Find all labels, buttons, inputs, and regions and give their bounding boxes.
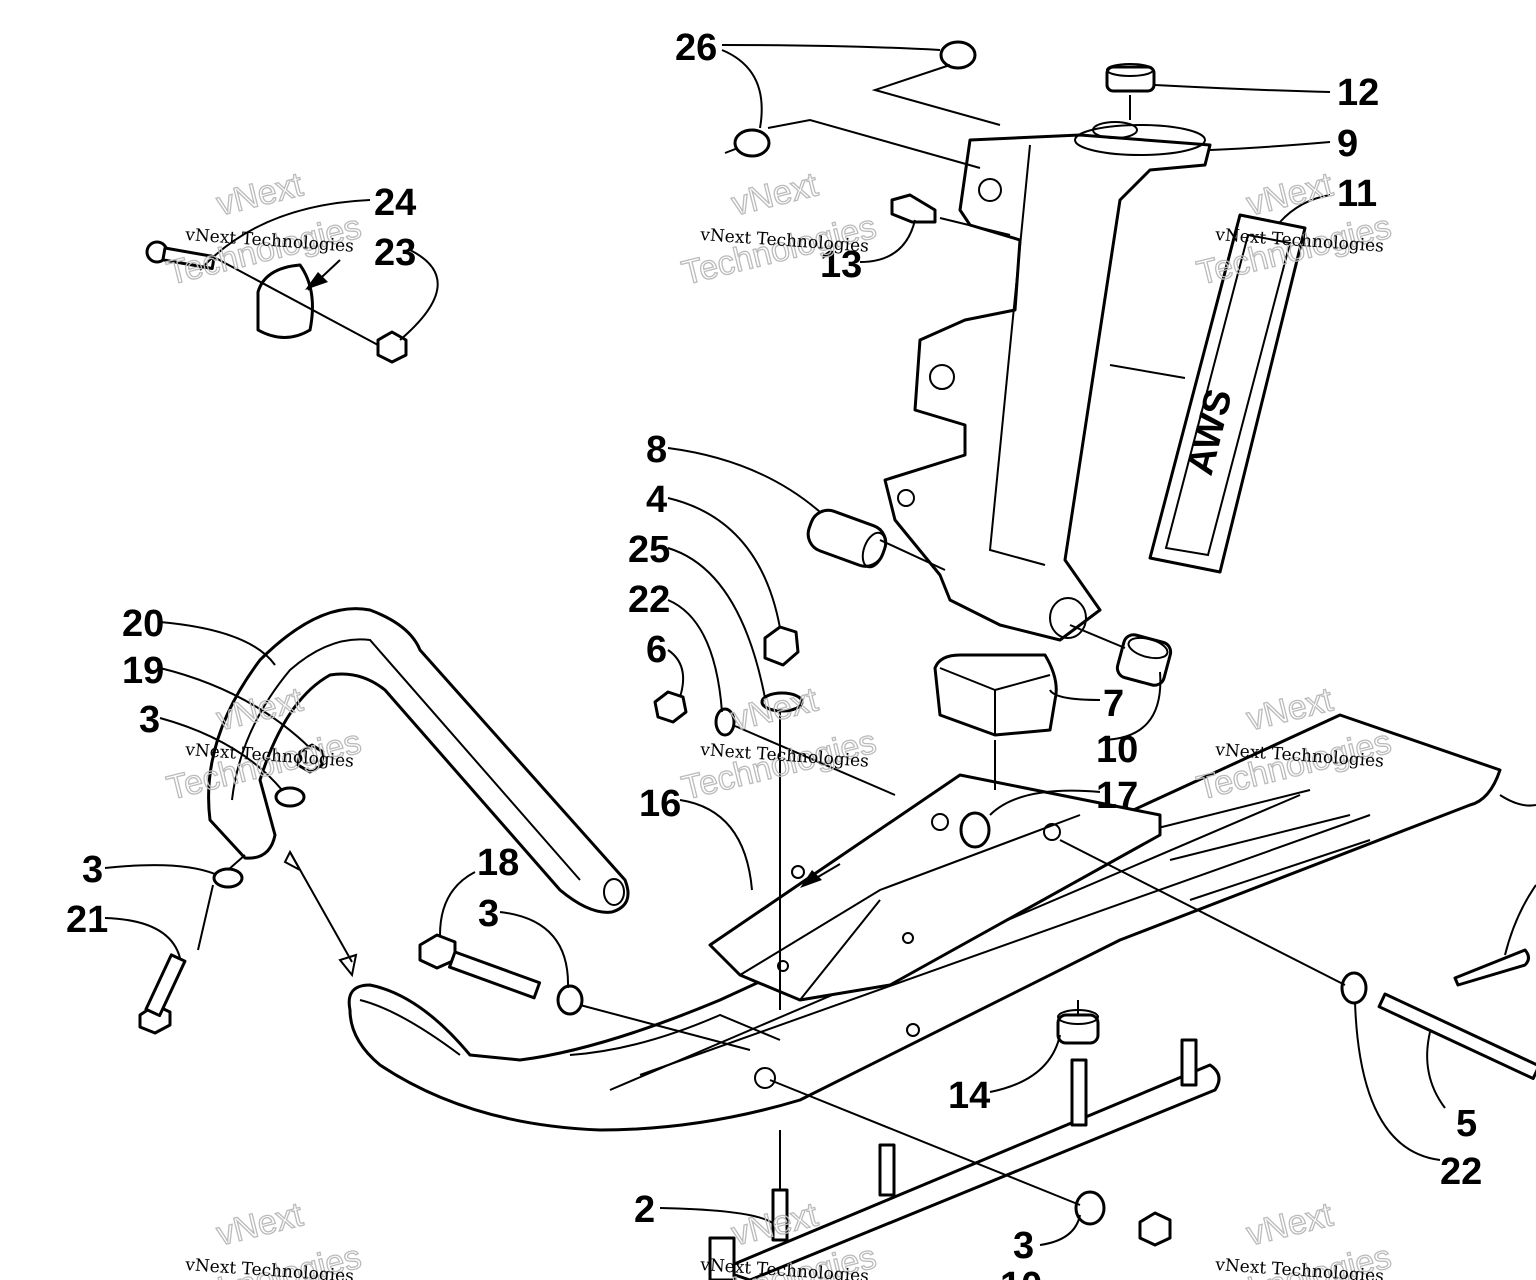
nut-bottom [1138,1211,1172,1247]
callout-9: 9 [1337,123,1358,165]
callout-3-left: 3 [82,849,103,891]
callout-8: 8 [646,429,667,471]
callout-6: 6 [646,629,667,671]
washer-25 [760,691,804,713]
svg-text:vNext: vNext [1243,166,1337,224]
washer-3b [556,984,584,1016]
watermark: Technologies vNext Technologies vNext [163,1195,366,1280]
callout-2: 2 [634,1189,655,1231]
callout-3-handle: 3 [139,699,160,741]
bolt-24-assembly [145,240,408,364]
callout-21: 21 [66,899,108,941]
svg-text:vNext: vNext [213,166,307,224]
callout-18: 18 [477,842,519,884]
steering-spindle [883,121,1212,642]
callout-17: 17 [1096,775,1138,817]
spindle-cap [1105,63,1156,93]
callout-10: 10 [1096,729,1138,771]
bolt-21 [138,953,187,1035]
watermark: Technologies vNext Technologies vNext [163,165,366,293]
bumper-block [933,653,1058,737]
bushing-8 [806,508,888,569]
nut-19 [296,743,325,774]
leader-lines [104,44,1536,1246]
grease-fitting [890,193,937,224]
callout-12: 12 [1337,72,1379,114]
fastener-26 [724,40,977,158]
callout-23: 23 [374,232,416,274]
callout-11: 11 [1337,173,1377,215]
ski-saddle [708,773,1162,1002]
washer-17 [959,811,991,849]
watermark: Technologies vNext Technologies vNext [1193,1195,1396,1280]
bolt-18 [418,933,542,1000]
callout-26: 26 [675,27,717,69]
callout-7: 7 [1103,683,1124,725]
callout-14: 14 [948,1075,990,1117]
spindle-decal [1148,213,1307,574]
washer-22a [714,707,736,737]
callout-13: 13 [820,244,862,286]
callout-25: 25 [628,529,670,571]
callout-16: 16 [639,783,681,825]
nut-6 [653,690,688,724]
washer-3a [274,786,306,808]
spindle-bolt-5 [1340,948,1536,1081]
callout-19: 19 [122,650,164,692]
callout-22-lower: 22 [1440,1151,1482,1193]
callout-24: 24 [374,182,416,224]
callout-20: 20 [122,603,164,645]
reference-lines [197,64,1346,1206]
svg-text:vNext: vNext [1243,1196,1337,1254]
spacer-14 [1056,1009,1100,1045]
washer-3d [1074,1190,1106,1226]
callout-3-bottom: 3 [1013,1225,1034,1267]
callout-labels: 26 12 9 11 24 23 13 8 4 25 22 6 20 19 3 … [66,27,1482,1280]
washer-3c [212,867,244,889]
ski-handle [207,607,630,914]
nut-4 [763,625,800,667]
svg-text:vNext: vNext [213,1196,307,1254]
bushing-10 [1115,633,1173,687]
callout-3-bolt: 3 [478,893,499,935]
callout-5: 5 [1456,1103,1477,1145]
callout-10-bottom: 10 [1000,1265,1042,1280]
callout-4: 4 [646,479,667,521]
svg-text:vNext: vNext [728,681,822,739]
callout-22-upper: 22 [628,579,670,621]
svg-text:vNext: vNext [728,166,822,224]
wear-bar [708,1038,1221,1280]
